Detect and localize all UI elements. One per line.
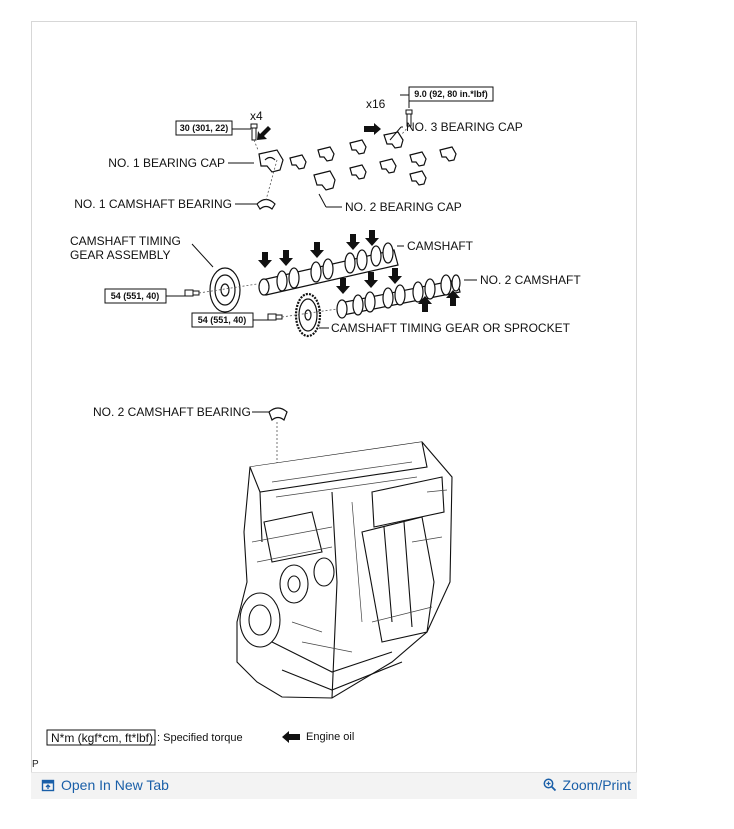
torque-no1-cap-bolt: 30 (301, 22) bbox=[180, 123, 229, 133]
legend-oil-text: Engine oil bbox=[306, 731, 354, 743]
label-camshaft: CAMSHAFT bbox=[407, 239, 474, 253]
legend-torque-text: : Specified torque bbox=[157, 732, 243, 744]
camshaft bbox=[258, 242, 399, 296]
label-no2-camshaft-bearing: NO. 2 CAMSHAFT BEARING bbox=[93, 405, 251, 419]
diagram-frame: NO. 1 BEARING CAP NO. 1 CAMSHAFT BEARING… bbox=[31, 21, 637, 799]
footer-bar: Open In New Tab Zoom/Print bbox=[31, 772, 637, 799]
timing-sprocket bbox=[294, 292, 322, 338]
label-no1-bearing-cap: NO. 1 BEARING CAP bbox=[108, 156, 225, 170]
label-timing-gear-line1: CAMSHAFT TIMING bbox=[70, 234, 181, 248]
zoom-print-link[interactable]: Zoom/Print bbox=[543, 777, 631, 793]
torque-box-timing-gear: 54 (551, 40) bbox=[104, 288, 167, 304]
no2-camshaft bbox=[336, 274, 461, 319]
no2-camshaft-bearing-shell bbox=[268, 407, 288, 422]
qty-x16: x16 bbox=[366, 97, 386, 111]
zoom-print-label: Zoom/Print bbox=[562, 777, 631, 793]
legend-torque-box: N*m (kgf*cm, ft*lbf) bbox=[51, 731, 153, 745]
leader-lines bbox=[166, 94, 477, 413]
torque-box-no1-cap: 30 (301, 22) bbox=[175, 120, 233, 136]
torque-box-sprocket: 54 (551, 40) bbox=[191, 312, 254, 328]
engine-block bbox=[236, 441, 453, 699]
label-no2-bearing-cap: NO. 2 BEARING CAP bbox=[345, 200, 462, 214]
label-no2-camshaft: NO. 2 CAMSHAFT bbox=[480, 273, 581, 287]
bearing-caps bbox=[256, 131, 457, 210]
qty-x4: x4 bbox=[250, 109, 263, 123]
engine-detail-lines bbox=[251, 461, 448, 653]
torque-no3-cap-bolt: 9.0 (92, 80 in.*lbf) bbox=[414, 89, 488, 99]
legend: N*m (kgf*cm, ft*lbf) : Specified torque … bbox=[46, 729, 354, 746]
new-tab-icon bbox=[41, 779, 55, 792]
torque-box-no3-cap: 9.0 (92, 80 in.*lbf) bbox=[408, 86, 494, 102]
camshaft-exploded-diagram: NO. 1 BEARING CAP NO. 1 CAMSHAFT BEARING… bbox=[46, 86, 581, 746]
open-in-new-tab-label: Open In New Tab bbox=[61, 777, 169, 793]
open-in-new-tab-link[interactable]: Open In New Tab bbox=[41, 777, 169, 793]
label-no1-camshaft-bearing: NO. 1 CAMSHAFT BEARING bbox=[74, 197, 232, 211]
label-timing-gear-or-sprocket: CAMSHAFT TIMING GEAR OR SPROCKET bbox=[331, 321, 571, 335]
engine-oil-arrows bbox=[257, 123, 460, 312]
timing-gear-assembly bbox=[209, 267, 241, 313]
torque-timing-gear-bolt: 54 (551, 40) bbox=[111, 291, 160, 301]
label-timing-gear-line2: GEAR ASSEMBLY bbox=[70, 248, 170, 262]
zoom-in-icon bbox=[543, 778, 556, 792]
torque-sprocket-bolt: 54 (551, 40) bbox=[198, 315, 247, 325]
corner-mark: P bbox=[32, 759, 39, 770]
label-no3-bearing-cap: NO. 3 BEARING CAP bbox=[406, 120, 523, 134]
legend-oil-arrow-icon bbox=[282, 731, 300, 743]
